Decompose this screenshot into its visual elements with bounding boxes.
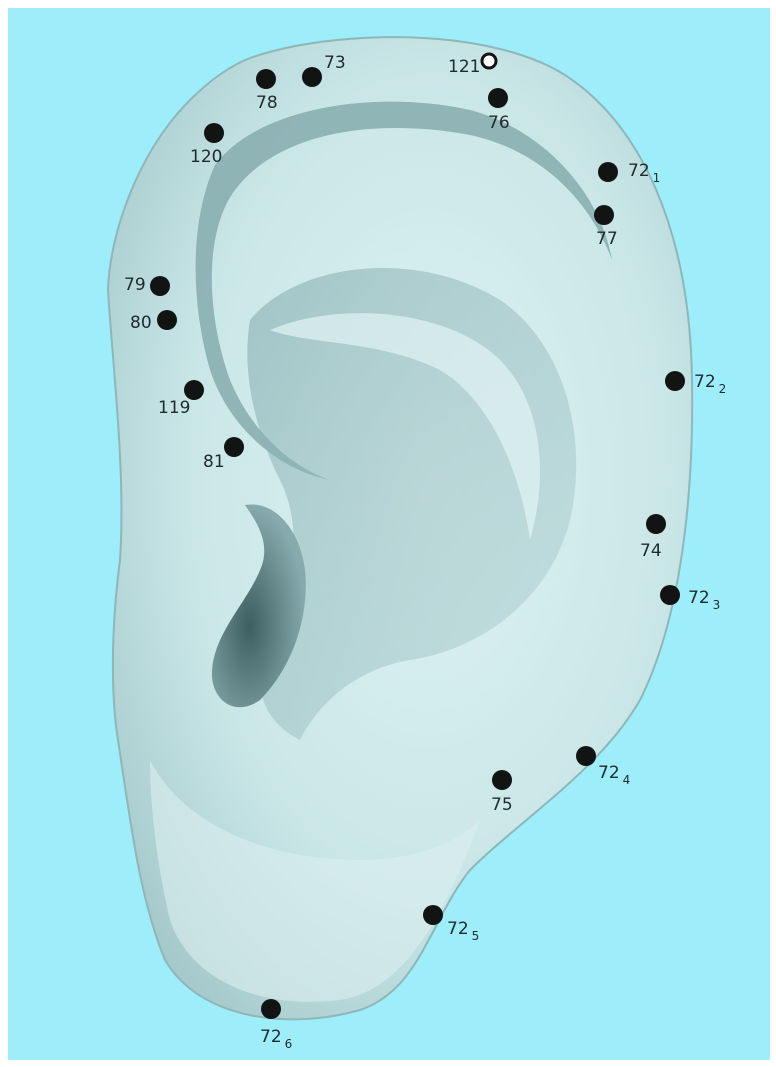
acupoint-label: 80 <box>130 313 152 333</box>
acupoint-label: 76 <box>488 113 510 133</box>
acupoint-label: 81 <box>203 452 225 472</box>
acupoint-marker <box>302 67 322 87</box>
acupoint-label: 75 <box>491 795 513 815</box>
acupoint-marker <box>488 88 508 108</box>
acupoint-label: 73 <box>324 53 346 73</box>
acupoint-marker <box>482 54 496 68</box>
acupoint-label: 79 <box>124 275 146 295</box>
acupoint-label: 77 <box>596 229 618 249</box>
acupoint-marker <box>157 310 177 330</box>
acupoint-marker <box>261 999 281 1019</box>
acupoint-marker <box>660 585 680 605</box>
acupoint-marker <box>184 380 204 400</box>
acupoint-label: 119 <box>158 398 190 418</box>
acupoint-marker <box>204 123 224 143</box>
acupoint-marker <box>576 746 596 766</box>
acupoint-label: 78 <box>256 93 278 113</box>
acupoint-marker <box>150 276 170 296</box>
acupoint-label: 120 <box>190 147 222 167</box>
acupoint-marker <box>646 514 666 534</box>
acupoint-marker <box>594 205 614 225</box>
acupoint-label: 121 <box>448 57 480 77</box>
acupoint-marker <box>256 69 276 89</box>
acupoint-marker <box>492 770 512 790</box>
acupoint-label: 74 <box>640 541 662 561</box>
acupoint-marker <box>224 437 244 457</box>
acupoint-marker <box>665 371 685 391</box>
acupoint-marker <box>423 905 443 925</box>
acupoint-marker <box>598 162 618 182</box>
